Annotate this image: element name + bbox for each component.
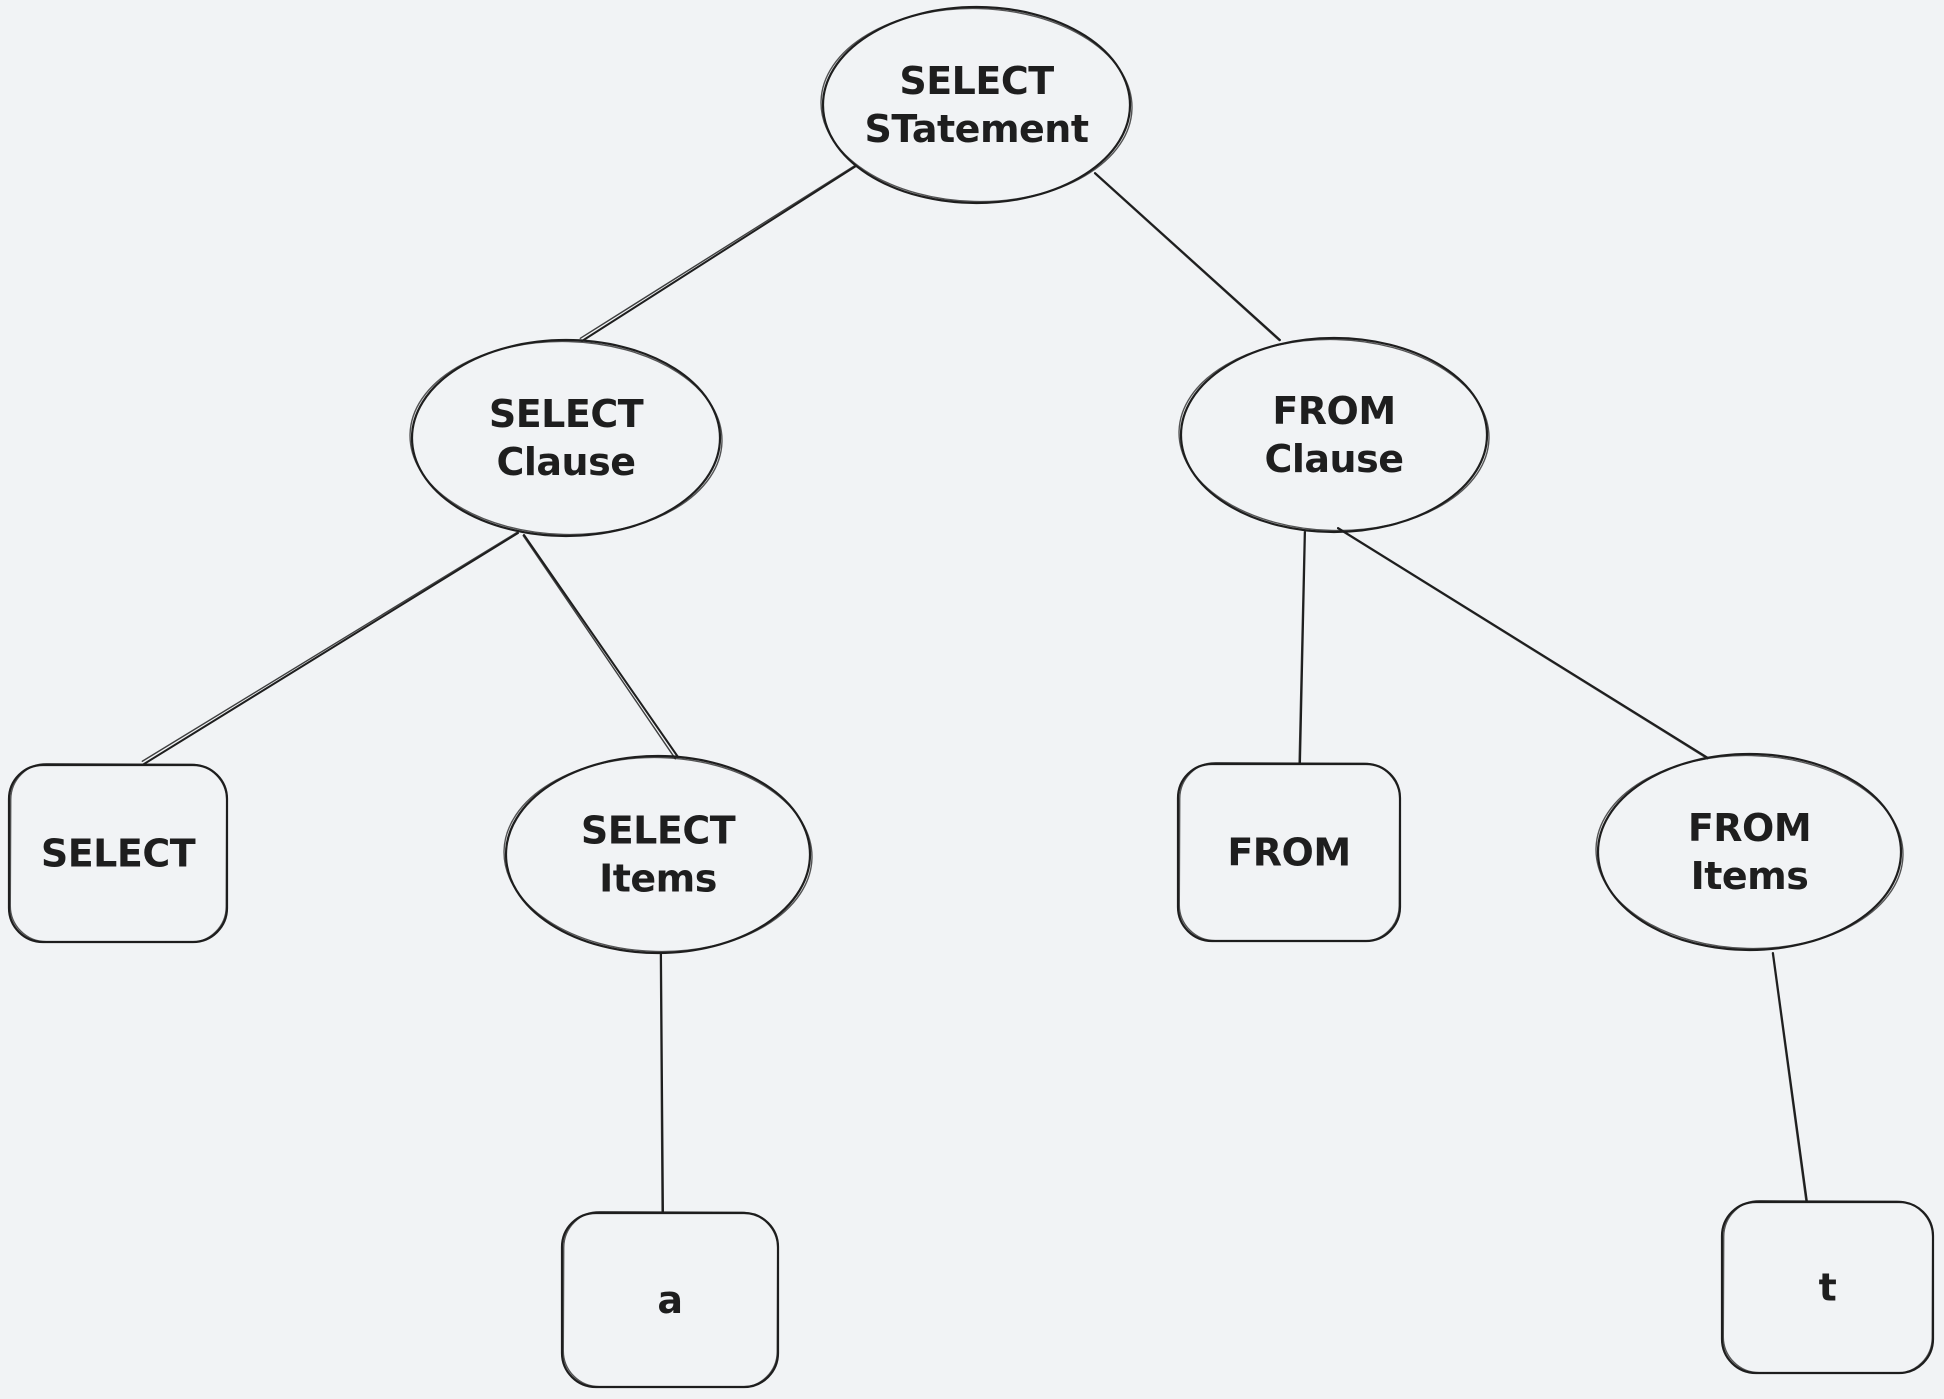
edge-stroke-sketch xyxy=(141,531,519,762)
edge-from-clause-to-from-keyword xyxy=(1298,531,1306,764)
edge-stroke xyxy=(523,534,679,758)
edge-stroke xyxy=(143,532,519,765)
edge-from-items-to-item-t xyxy=(1771,952,1808,1203)
edge-stroke-sketch xyxy=(1771,952,1807,1203)
from-clause-label: Clause xyxy=(1265,437,1404,481)
select-items-ellipse-sketch xyxy=(503,756,813,953)
edge-stroke-sketch xyxy=(659,952,663,1214)
select-statement-ellipse-sketch xyxy=(820,7,1133,203)
select-clause-label: SELECT xyxy=(489,392,644,436)
from-items-ellipse xyxy=(1596,752,1903,952)
from-clause-ellipse xyxy=(1179,336,1489,534)
select-keyword-label: SELECT xyxy=(41,832,196,876)
select-items-label: SELECT xyxy=(581,809,736,853)
select-statement-ellipse xyxy=(821,5,1132,205)
edge-stroke-sketch xyxy=(1298,531,1306,764)
select-keyword-rect-sketch xyxy=(9,762,228,944)
select-clause-ellipse-sketch xyxy=(409,340,723,536)
from-clause-ellipse-sketch xyxy=(1178,338,1490,532)
from-keyword-label: FROM xyxy=(1227,831,1350,875)
edge-stroke-sketch xyxy=(579,164,857,340)
from-items-ellipse-sketch xyxy=(1595,754,1904,950)
select-clause-ellipse xyxy=(410,338,722,538)
item-t-label: t xyxy=(1819,1266,1837,1310)
edge-select-statement-to-from-clause xyxy=(1093,172,1281,342)
select-statement-label: STatement xyxy=(864,107,1088,151)
item-a-label: a xyxy=(657,1278,682,1322)
node-select-keyword: SELECT xyxy=(7,762,229,944)
item-a-rect-sketch xyxy=(562,1210,779,1389)
node-from-keyword: FROM xyxy=(1176,761,1402,943)
edge-stroke-sketch xyxy=(1093,172,1281,342)
edge-from-clause-to-from-items xyxy=(1336,527,1709,760)
item-t-rect-sketch xyxy=(1722,1200,1934,1375)
select-items-ellipse xyxy=(504,754,812,955)
edge-stroke-sketch xyxy=(522,534,677,760)
select-statement-label: SELECT xyxy=(899,59,1054,103)
edge-select-clause-to-select-keyword xyxy=(141,531,519,765)
select-items-label: Items xyxy=(599,857,717,901)
edge-stroke-sketch xyxy=(1336,527,1709,760)
from-items-label: Items xyxy=(1691,854,1809,898)
node-item-t: t xyxy=(1720,1200,1935,1375)
edge-select-statement-to-select-clause xyxy=(579,164,857,342)
node-item-a: a xyxy=(560,1210,780,1389)
from-clause-label: FROM xyxy=(1272,389,1395,433)
select-clause-label: Clause xyxy=(497,440,636,484)
from-keyword-rect-sketch xyxy=(1178,761,1401,943)
edge-select-clause-to-select-items xyxy=(522,534,679,760)
edge-stroke xyxy=(581,165,857,342)
from-items-label: FROM xyxy=(1688,806,1811,850)
edge-select-items-to-item-a xyxy=(659,952,664,1214)
